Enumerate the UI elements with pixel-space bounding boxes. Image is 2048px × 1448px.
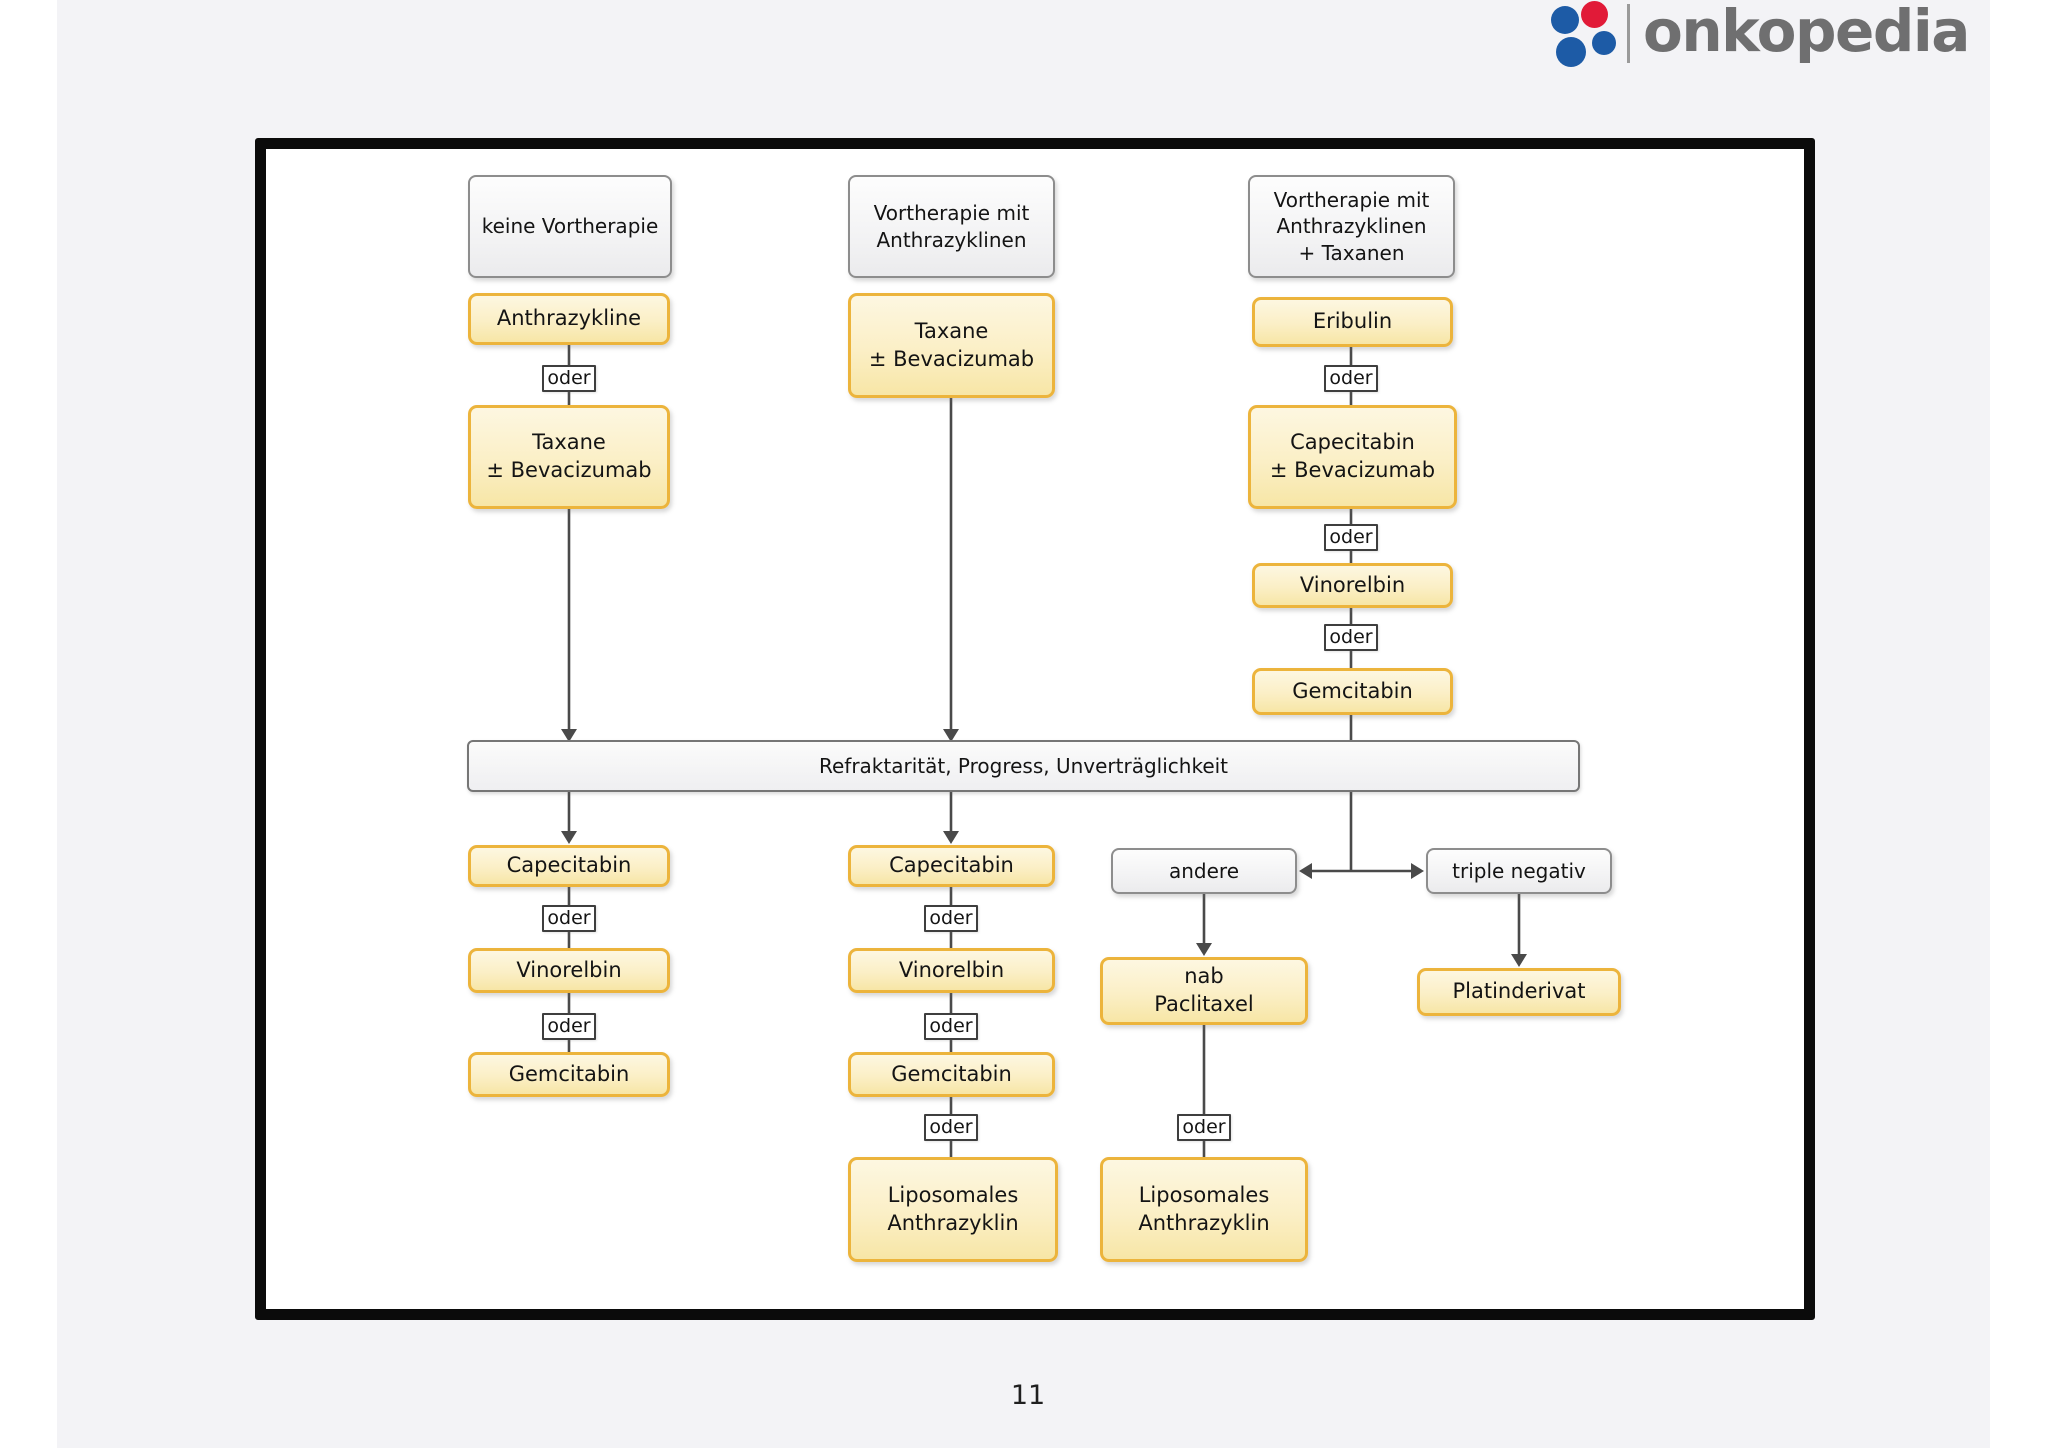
node-nab-paclitaxel: nab Paclitaxel [1100,957,1308,1025]
logo-dot-blue-icon [1592,31,1616,55]
oder-label: oder [924,1114,978,1141]
oder-label: oder [542,1013,596,1040]
logo-dot-red-icon [1581,1,1608,28]
node-capecitabin-col2: Capecitabin [848,845,1055,887]
logo-separator [1627,4,1630,63]
node-taxane-bevacizumab-col2: Taxane ± Bevacizumab [848,293,1055,398]
node-platinderivat: Platinderivat [1417,968,1621,1016]
logo-wordmark: onkopedia [1643,0,1970,65]
node-triple-negativ: triple negativ [1426,848,1612,894]
node-vortherapie-anthrazyklinen-taxanen: Vortherapie mit Anthrazyklinen + Taxanen [1248,175,1455,278]
oder-label: oder [1324,624,1378,651]
node-refraktaritaet-bar: Refraktarität, Progress, Unverträglichke… [467,740,1580,792]
page-number: 11 [1010,1380,1046,1411]
node-andere: andere [1111,848,1297,894]
oder-label: oder [924,905,978,932]
logo-dot-blue-icon [1556,37,1586,67]
node-vinorelbin-col2: Vinorelbin [848,948,1055,993]
oder-label: oder [1324,524,1378,551]
node-eribulin: Eribulin [1252,297,1453,347]
oder-label: oder [1324,365,1378,392]
node-gemcitabin-col1: Gemcitabin [468,1052,670,1097]
oder-label: oder [542,905,596,932]
oder-label: oder [1177,1114,1231,1141]
node-keine-vortherapie: keine Vortherapie [468,175,672,278]
node-capecitabin-bevacizumab: Capecitabin ± Bevacizumab [1248,405,1457,509]
oder-label: oder [924,1013,978,1040]
logo-dot-blue-icon [1551,6,1579,34]
node-liposomales-anthrazyklin-col4: Liposomales Anthrazyklin [1100,1157,1308,1262]
node-vinorelbin-col1: Vinorelbin [468,948,670,993]
node-vinorelbin-col3: Vinorelbin [1252,563,1453,608]
node-taxane-bevacizumab-col1: Taxane ± Bevacizumab [468,405,670,509]
node-vortherapie-anthrazyklinen: Vortherapie mit Anthrazyklinen [848,175,1055,278]
node-gemcitabin-col2: Gemcitabin [848,1052,1055,1097]
oder-label: oder [542,365,596,392]
node-capecitabin-col1: Capecitabin [468,845,670,887]
node-anthrazykline: Anthrazykline [468,293,670,345]
node-gemcitabin-col3: Gemcitabin [1252,668,1453,715]
node-liposomales-anthrazyklin-col2: Liposomales Anthrazyklin [848,1157,1058,1262]
